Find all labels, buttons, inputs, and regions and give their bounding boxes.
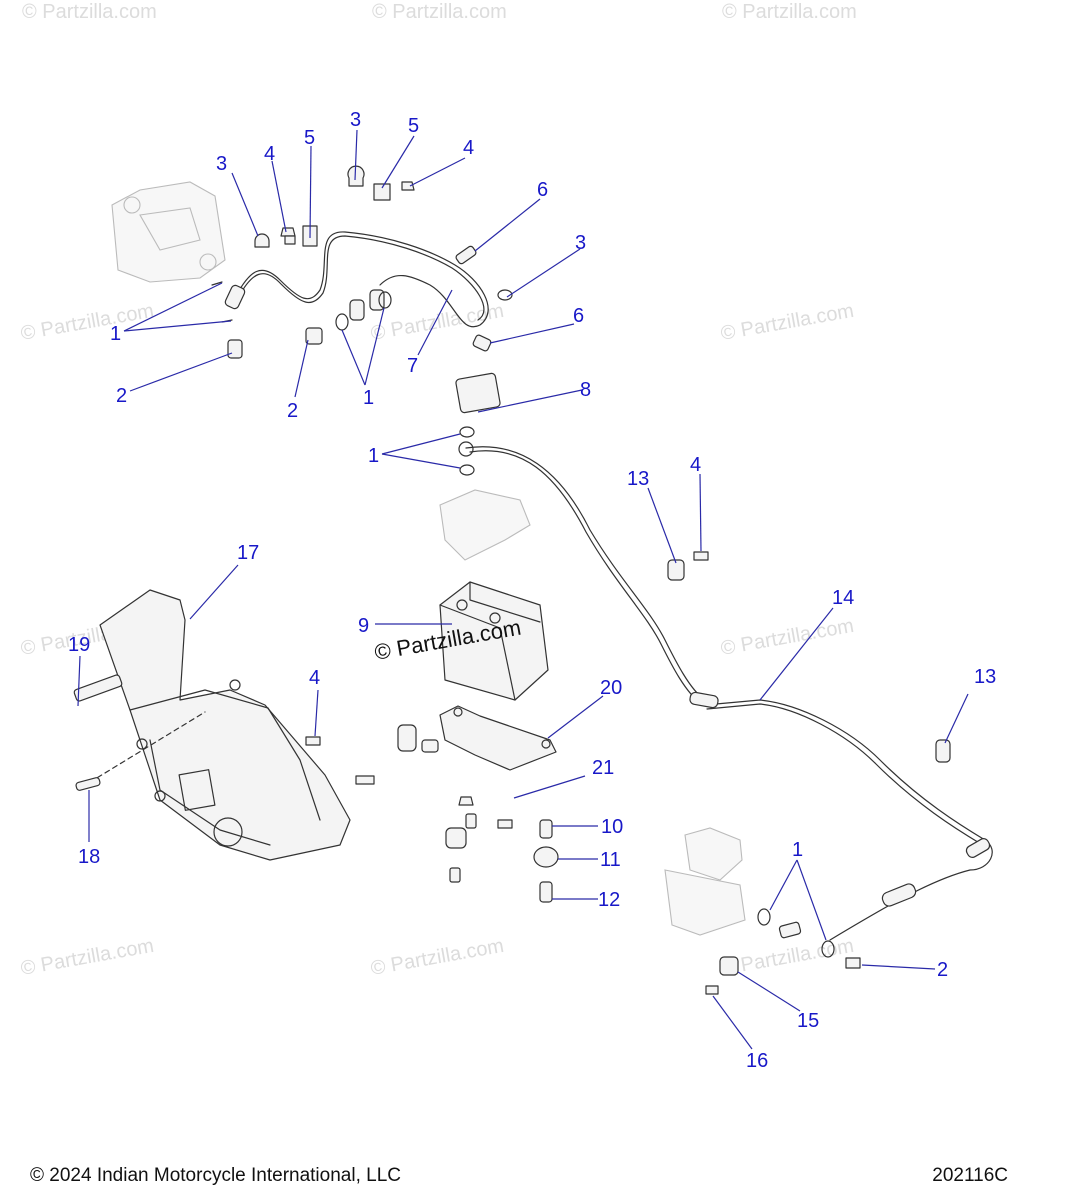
callout-9: 9 <box>358 615 369 637</box>
front-caliper-ghost <box>111 181 226 283</box>
callout-3: 3 <box>575 232 586 254</box>
callout-8: 8 <box>580 379 591 401</box>
callout-4: 4 <box>264 143 275 165</box>
callout-4: 4 <box>309 667 320 689</box>
callout-19: 19 <box>68 634 90 656</box>
callout-13: 13 <box>974 666 996 688</box>
callout-6: 6 <box>573 305 584 327</box>
callout-18: 18 <box>78 846 100 868</box>
callout-10: 10 <box>601 816 623 838</box>
abs-module <box>439 581 549 701</box>
watermark: © Partzilla.com <box>19 935 156 980</box>
bracket-20 <box>355 705 557 883</box>
rear-brake-line <box>689 691 993 941</box>
callout-1: 1 <box>110 323 121 345</box>
callout-5: 5 <box>304 127 315 149</box>
callout-4: 4 <box>690 454 701 476</box>
figure-id: 202116C <box>932 1165 1008 1186</box>
small-fittings <box>211 165 513 359</box>
callout-1: 1 <box>792 839 803 861</box>
bracket-17 <box>81 589 351 861</box>
bolts-18-19 <box>73 674 321 791</box>
watermark: © Partzilla.com <box>19 300 156 345</box>
watermarks: © Partzilla.com © Partzilla.com © Partzi… <box>19 1 857 980</box>
callout-2: 2 <box>287 400 298 422</box>
clips-13-4 <box>667 551 951 763</box>
callout-5: 5 <box>408 115 419 137</box>
callout-11: 11 <box>600 849 621 871</box>
watermark: © Partzilla.com <box>719 300 856 345</box>
callout-17: 17 <box>237 542 259 564</box>
callout-13: 13 <box>627 468 649 490</box>
callout-2: 2 <box>937 959 948 981</box>
front-brake-hose <box>224 231 489 328</box>
abs-bracket-ghost <box>439 489 531 561</box>
callout-1: 1 <box>368 445 379 467</box>
copyright-text: © 2024 Indian Motorcycle International, … <box>30 1165 401 1186</box>
abs-hose <box>455 372 706 705</box>
callout-3: 3 <box>216 153 227 175</box>
callouts: 3 4 5 3 5 4 6 3 6 1 2 2 1 7 8 1 13 4 17 … <box>68 109 996 1072</box>
isolators-10-11-12 <box>533 819 559 903</box>
callout-16: 16 <box>746 1050 768 1072</box>
callout-12: 12 <box>598 889 620 911</box>
watermark: © Partzilla.com <box>372 1 507 23</box>
callout-15: 15 <box>797 1010 819 1032</box>
callout-21: 21 <box>592 757 614 779</box>
watermark: © Partzilla.com <box>719 615 856 660</box>
callout-3: 3 <box>350 109 361 131</box>
watermark: © Partzilla.com <box>722 1 857 23</box>
callout-1: 1 <box>363 387 374 409</box>
rear-master-cylinder <box>664 827 861 995</box>
callout-4: 4 <box>463 137 474 159</box>
watermark: © Partzilla.com <box>369 935 506 980</box>
callout-6: 6 <box>537 179 548 201</box>
leader-lines <box>77 129 969 1050</box>
callout-2: 2 <box>116 385 127 407</box>
callout-14: 14 <box>832 587 854 609</box>
callout-7: 7 <box>407 355 418 377</box>
watermark: © Partzilla.com <box>22 1 157 23</box>
callout-20: 20 <box>600 677 622 699</box>
